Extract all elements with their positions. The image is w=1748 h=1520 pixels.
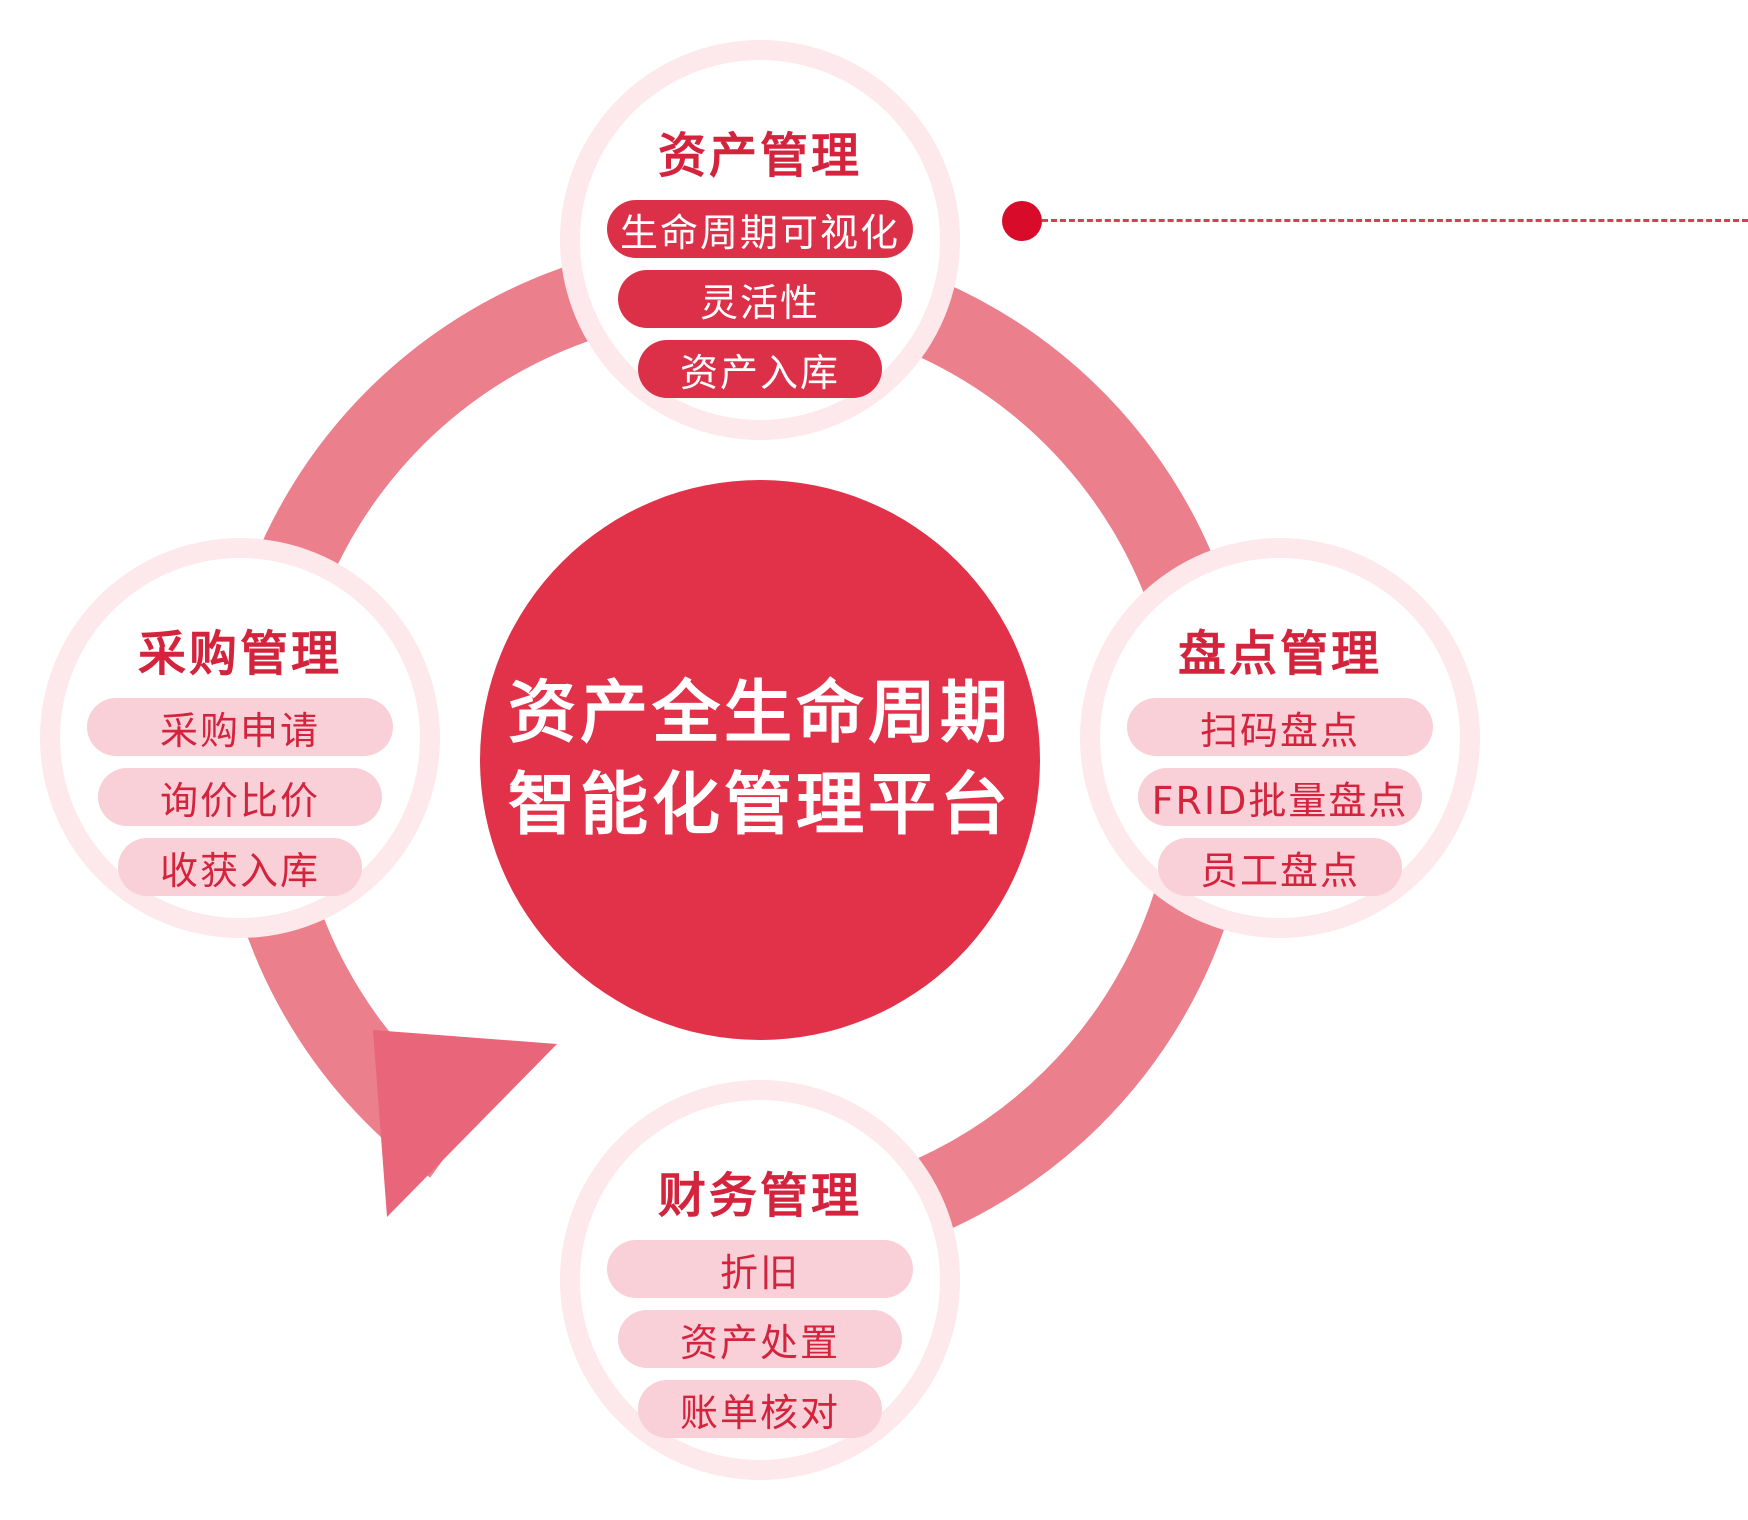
feature-pill: 采购申请 — [87, 698, 393, 756]
node-asset-management: 资产管理 生命周期可视化 灵活性 资产入库 — [560, 40, 960, 440]
center-platform-circle: 资产全生命周期 智能化管理平台 — [480, 480, 1040, 1040]
feature-pill: 资产入库 — [638, 340, 882, 398]
node-title: 盘点管理 — [1177, 626, 1382, 682]
node-procurement-management: 采购管理 采购申请 询价比价 收获入库 — [40, 538, 440, 938]
cycle-arrow-head — [373, 1030, 557, 1217]
feature-pill: 收获入库 — [118, 838, 362, 896]
feature-pill: 账单核对 — [638, 1380, 882, 1438]
node-inner: 资产管理 生命周期可视化 灵活性 资产入库 — [580, 60, 940, 420]
connector-dashed-line — [1042, 219, 1748, 222]
node-inner: 财务管理 折旧 资产处置 账单核对 — [580, 1100, 940, 1460]
node-title: 财务管理 — [657, 1168, 862, 1224]
feature-pill: 灵活性 — [618, 270, 902, 328]
node-inventory-management: 盘点管理 扫码盘点 FRID批量盘点 员工盘点 — [1080, 538, 1480, 938]
center-title-line-1: 资产全生命周期 — [507, 674, 1012, 753]
feature-pill: 询价比价 — [98, 768, 382, 826]
feature-pill: 折旧 — [607, 1240, 913, 1298]
feature-pill: 员工盘点 — [1158, 838, 1402, 896]
feature-pill: 生命周期可视化 — [607, 200, 913, 258]
feature-pill: 扫码盘点 — [1127, 698, 1433, 756]
connector-dot — [1002, 201, 1042, 241]
node-finance-management: 财务管理 折旧 资产处置 账单核对 — [560, 1080, 960, 1480]
node-title: 资产管理 — [657, 128, 862, 184]
feature-pill: FRID批量盘点 — [1138, 768, 1422, 826]
feature-pill: 资产处置 — [618, 1310, 902, 1368]
center-title-line-2: 智能化管理平台 — [507, 766, 1012, 845]
node-inner: 采购管理 采购申请 询价比价 收获入库 — [60, 558, 420, 918]
node-inner: 盘点管理 扫码盘点 FRID批量盘点 员工盘点 — [1100, 558, 1460, 918]
node-title: 采购管理 — [137, 626, 342, 682]
